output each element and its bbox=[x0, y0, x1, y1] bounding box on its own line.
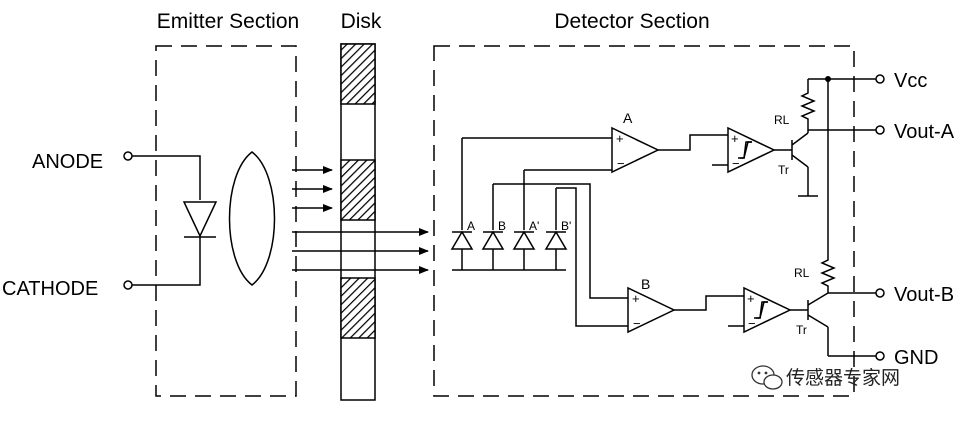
disk-opaque-segment bbox=[340, 43, 376, 105]
collimator-lens bbox=[228, 151, 276, 286]
output-stage-a bbox=[774, 78, 878, 197]
schmitt-a-minus: − bbox=[732, 156, 740, 171]
amp-a-minus: − bbox=[617, 156, 625, 171]
amplifier-b bbox=[627, 286, 676, 334]
wechat-watermark: 传感器专家网 bbox=[751, 365, 900, 390]
rl-a-label: RL bbox=[774, 113, 790, 127]
disk-opaque-segment bbox=[340, 159, 376, 221]
anode-label: ANODE bbox=[32, 151, 103, 173]
vout-b-terminal bbox=[875, 288, 885, 298]
cathode-terminal bbox=[123, 280, 133, 290]
disk-opaque-segment bbox=[340, 277, 376, 339]
amp-a-plus: + bbox=[616, 131, 624, 146]
photodiode-label-a: A bbox=[467, 219, 475, 233]
schmitt-trigger-a bbox=[658, 126, 776, 174]
amplifier-a bbox=[611, 126, 660, 174]
amp-b-plus: + bbox=[632, 291, 640, 306]
vout-a-terminal bbox=[875, 125, 885, 135]
photodiode-array bbox=[450, 138, 568, 271]
signal-wiring bbox=[462, 137, 628, 327]
detector-section-title: Detector Section bbox=[554, 10, 709, 33]
emitter-section-title: Emitter Section bbox=[157, 10, 299, 33]
channel-a-label: A bbox=[623, 110, 633, 126]
photodiode-label-b-prime: B' bbox=[561, 219, 571, 233]
tr-a-label: Tr bbox=[778, 163, 789, 177]
emitter-section-box bbox=[155, 45, 297, 397]
schmitt-trigger-b bbox=[674, 286, 792, 334]
wechat-logo-icon bbox=[751, 365, 783, 390]
emitter-led bbox=[132, 155, 218, 286]
detector-section-box bbox=[433, 45, 855, 397]
vout-a-label: Vout-A bbox=[894, 121, 955, 143]
schmitt-b-minus: − bbox=[748, 316, 756, 331]
vout-b-label: Vout-B bbox=[894, 284, 954, 306]
photodiode-label-b: B bbox=[498, 219, 506, 233]
disk-title: Disk bbox=[341, 10, 382, 33]
code-disk bbox=[340, 43, 376, 401]
gnd-terminal bbox=[875, 351, 885, 361]
output-stage-b bbox=[790, 78, 878, 357]
amp-b-minus: − bbox=[633, 316, 641, 331]
cathode-label: CATHODE bbox=[2, 278, 98, 300]
schmitt-a-plus: + bbox=[731, 131, 739, 146]
vcc-junction-dot bbox=[825, 76, 831, 82]
gnd-label: GND bbox=[894, 347, 938, 369]
tr-b-label: Tr bbox=[796, 323, 807, 337]
photodiode-label-a-prime: A' bbox=[529, 219, 539, 233]
watermark-text: 传感器专家网 bbox=[786, 367, 900, 389]
anode-terminal bbox=[123, 151, 133, 161]
channel-b-label: B bbox=[641, 276, 650, 292]
light-beams-incident bbox=[292, 166, 429, 274]
rl-b-label: RL bbox=[794, 266, 810, 280]
vcc-label: Vcc bbox=[894, 70, 927, 92]
schmitt-b-plus: + bbox=[747, 291, 755, 306]
vcc-terminal bbox=[875, 74, 885, 84]
